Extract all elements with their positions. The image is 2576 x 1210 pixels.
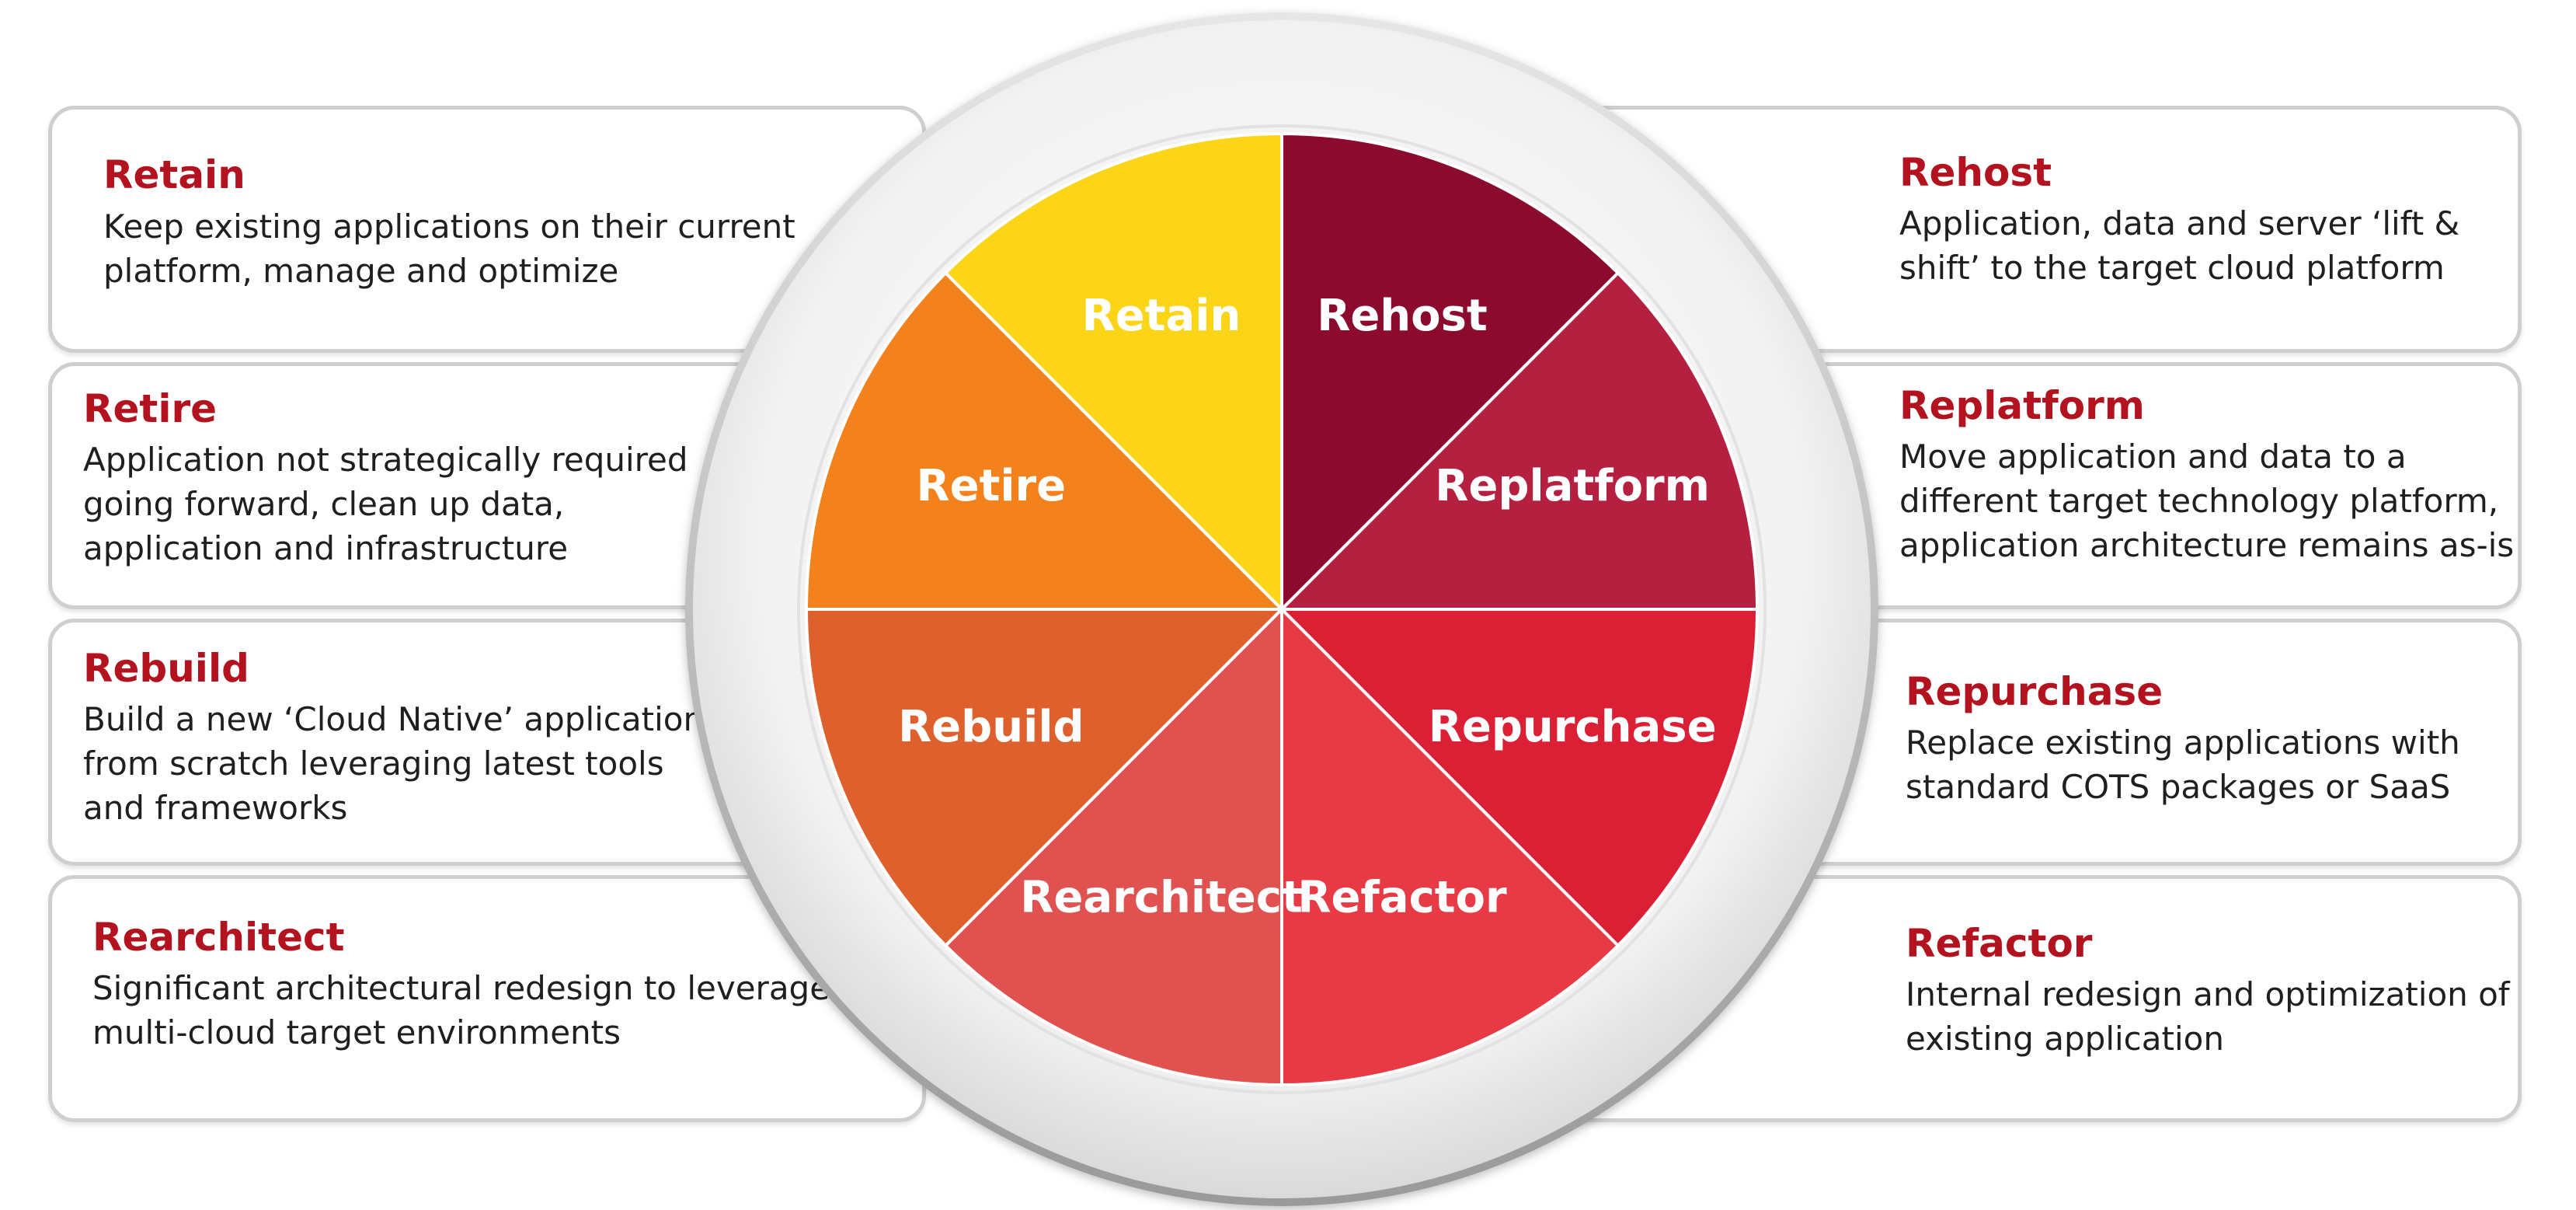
card-title: Retain xyxy=(103,152,245,197)
wheel-segment-retire xyxy=(804,270,1286,611)
wheel-label-retain: Retain xyxy=(1082,291,1241,341)
card-description: Application, data and server ‘lift & shi… xyxy=(1899,204,2460,287)
card-description: Keep existing applications on their curr… xyxy=(103,207,795,290)
card-replatform: Replatform Move application and data to … xyxy=(1779,362,2522,609)
card-retain: Retain Keep existing applications on the… xyxy=(48,106,926,353)
card-title: Rebuild xyxy=(83,646,249,691)
wheel-label-rehost: Rehost xyxy=(1317,291,1488,341)
wheel-segment-replatform xyxy=(1278,270,1760,611)
card-title: Repurchase xyxy=(1906,669,2163,714)
wheel-segment-rearchitect xyxy=(943,605,1283,1087)
wheel-label-retire: Retire xyxy=(916,461,1066,511)
wheel-inner-rim xyxy=(797,124,1767,1094)
card-description: Application not strategically required g… xyxy=(83,441,688,567)
wheel-segment-refactor xyxy=(1280,605,1620,1087)
wheel-label-replatform: Replatform xyxy=(1435,461,1710,511)
wheel-label-refactor: Refactor xyxy=(1297,872,1507,922)
wheel-segment-repurchase xyxy=(1278,608,1760,948)
wheel-segment-rehost xyxy=(1280,131,1620,613)
card-title: Rehost xyxy=(1899,150,2052,195)
card-title: Retire xyxy=(83,386,218,431)
wheel-segment-rebuild xyxy=(804,608,1286,948)
card-description: Build a new ‘Cloud Native’ application f… xyxy=(83,700,705,827)
wheel-label-repurchase: Repurchase xyxy=(1429,702,1717,752)
wheel-segment-retain xyxy=(943,131,1283,613)
card-description: Internal redesign and optimization of ex… xyxy=(1906,975,2510,1058)
card-title: Rearchitect xyxy=(92,915,345,960)
card-refactor: Refactor Internal redesign and optimizat… xyxy=(1546,875,2522,1122)
card-title: Replatform xyxy=(1899,383,2145,428)
card-description: Significant architectural redesign to le… xyxy=(92,969,830,1051)
wheel-label-rebuild: Rebuild xyxy=(898,702,1084,752)
card-repurchase: Repurchase Replace existing applications… xyxy=(1779,619,2522,866)
wheel-label-rearchitect: Rearchitect xyxy=(1020,872,1302,922)
card-description: Move application and data to a different… xyxy=(1899,438,2515,564)
card-description: Replace existing applications with stand… xyxy=(1906,724,2460,806)
card-rehost: Rehost Application, data and server ‘lif… xyxy=(1546,106,2522,353)
card-title: Refactor xyxy=(1906,921,2093,966)
